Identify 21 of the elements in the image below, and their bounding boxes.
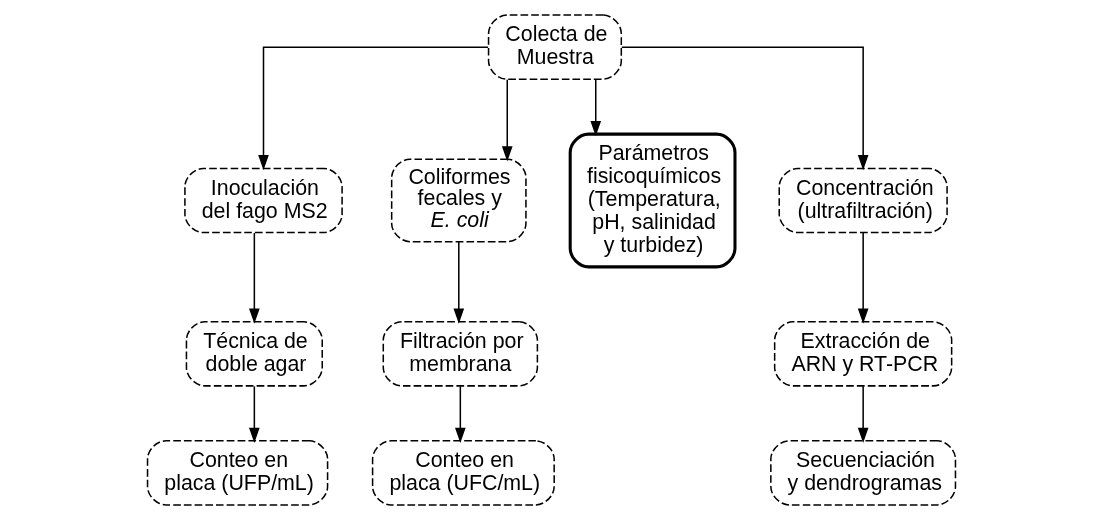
arrow <box>454 385 466 443</box>
node-box: Inoculación del fago MS2 <box>183 167 343 233</box>
node-box: Extracción de ARN y RT-PCR <box>773 320 952 387</box>
node-box: Secuenciación y dendrogramas <box>769 439 956 506</box>
arrow <box>857 231 868 324</box>
arrow <box>248 231 260 324</box>
arrow <box>857 385 868 443</box>
arrow <box>248 385 260 443</box>
arrow <box>620 45 868 170</box>
arrow <box>589 78 601 136</box>
node-box: Parámetros fisicoquímicos (Temperatura, pH, salinidad y turbidez) <box>568 132 736 268</box>
arrow <box>257 45 489 170</box>
node-box: Colecta de Muestra <box>487 13 622 80</box>
node-box: Coliformes fecales y E. coli <box>390 158 527 242</box>
node-box: Conteo en placa (UFP/mL) <box>146 439 328 506</box>
node-box: Conteo en placa (UFC/mL) <box>371 439 555 506</box>
arrow <box>452 240 464 324</box>
node-box: Filtración por membrana <box>382 320 538 387</box>
node-box: Concentración (ultrafiltración) <box>777 167 948 233</box>
arrow <box>501 78 513 162</box>
node-box: Técnica de doble agar <box>185 320 323 387</box>
